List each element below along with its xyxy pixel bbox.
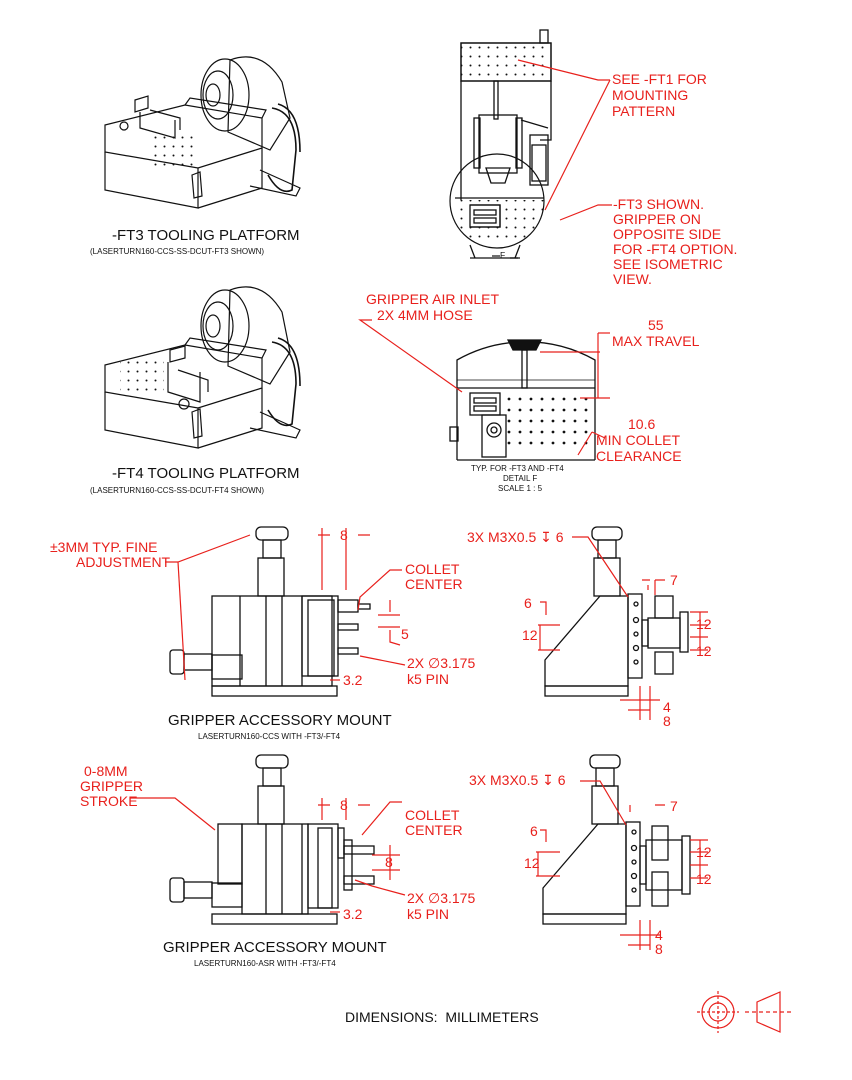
ft3-note-line1: -FT3 SHOWN. bbox=[613, 196, 704, 212]
ccs-dim-5: 5 bbox=[401, 626, 409, 642]
ccs-gripper-title: GRIPPER ACCESSORY MOUNT bbox=[168, 712, 392, 729]
fine-adjustment-line2: ADJUSTMENT bbox=[76, 554, 171, 570]
asr-dim-3-2: 3.2 bbox=[343, 906, 363, 922]
ccs-side-dim-6: 6 bbox=[524, 595, 532, 611]
asr-side-dim-4: 4 bbox=[655, 927, 663, 943]
detail-f-caption-line3: SCALE 1 : 5 bbox=[498, 484, 543, 493]
ft3-platform-title: -FT3 TOOLING PLATFORM bbox=[112, 227, 300, 244]
ccs-gripper-front-view bbox=[169, 526, 371, 697]
asr-dim-8: 8 bbox=[340, 797, 348, 813]
ccs-pin-line1: 2X ∅3.175 bbox=[407, 655, 476, 671]
max-travel-label: MAX TRAVEL bbox=[612, 333, 700, 349]
asr-pin-line1: 2X ∅3.175 bbox=[407, 890, 476, 906]
mounting-callout-line2: MOUNTING bbox=[612, 87, 689, 103]
ccs-gripper-subtitle: LASERTURN160-CCS WITH -FT3/-FT4 bbox=[198, 732, 341, 741]
asr-gripper-title: GRIPPER ACCESSORY MOUNT bbox=[163, 939, 387, 956]
min-collet-label-line1: MIN COLLET bbox=[596, 432, 681, 448]
asr-pin-line2: k5 PIN bbox=[407, 906, 450, 922]
min-collet-label-line2: CLEARANCE bbox=[596, 448, 682, 464]
ft3-note-line4: FOR -FT4 OPTION. bbox=[613, 241, 738, 257]
detail-f-view bbox=[449, 339, 596, 461]
asr-thread-callout: 3X M3X0.5 ↧ 6 bbox=[469, 772, 566, 788]
asr-dim-8b: 8 bbox=[385, 854, 393, 870]
air-inlet-line1: GRIPPER AIR INLET bbox=[366, 291, 500, 307]
air-inlet-line2: 2X 4MM HOSE bbox=[377, 307, 473, 323]
ft4-isometric-view bbox=[104, 286, 301, 449]
ccs-side-dim-12b: 12 bbox=[696, 616, 712, 632]
ft3-note-line2: GRIPPER ON bbox=[613, 211, 701, 227]
ccs-thread-callout: 3X M3X0.5 ↧ 6 bbox=[467, 529, 564, 545]
ft3-isometric-view bbox=[104, 56, 301, 209]
front-view-top bbox=[449, 29, 552, 259]
ccs-gripper-side-view bbox=[544, 526, 689, 697]
fine-adjustment-line1: ±3MM TYP. FINE bbox=[50, 539, 158, 555]
asr-collet-center-line1: COLLET bbox=[405, 807, 460, 823]
units-note: DIMENSIONS: MILLIMETERS bbox=[345, 1009, 539, 1025]
third-angle-projection-icon bbox=[697, 991, 792, 1033]
asr-side-dim-6: 6 bbox=[530, 823, 538, 839]
ft3-platform-subtitle: (LASERTURN160-CCS-SS-DCUT-FT3 SHOWN) bbox=[90, 247, 265, 256]
ft4-platform-subtitle: (LASERTURN160-CCS-SS-DCUT-FT4 SHOWN) bbox=[90, 486, 265, 495]
detail-f-caption-line2: DETAIL F bbox=[503, 474, 538, 483]
max-travel-value: 55 bbox=[648, 317, 664, 333]
ccs-side-dim-7: 7 bbox=[670, 572, 678, 588]
ccs-side-dim-4: 4 bbox=[663, 699, 671, 715]
ft4-platform-title: -FT4 TOOLING PLATFORM bbox=[112, 465, 300, 482]
mounting-callout-line3: PATTERN bbox=[612, 103, 676, 119]
asr-collet-center-line2: CENTER bbox=[405, 822, 463, 838]
min-collet-value: 10.6 bbox=[628, 416, 656, 432]
asr-side-dim-7: 7 bbox=[670, 798, 678, 814]
ft3-note-line5: SEE ISOMETRIC bbox=[613, 256, 723, 272]
detail-f-caption-line1: TYP. FOR -FT3 AND -FT4 bbox=[471, 464, 564, 473]
asr-side-dim-12a: 12 bbox=[524, 855, 540, 871]
asr-gripper-side-view bbox=[542, 754, 691, 925]
ccs-side-dim-12c: 12 bbox=[696, 643, 712, 659]
ccs-collet-center-line2: CENTER bbox=[405, 576, 463, 592]
ccs-side-dim-12a: 12 bbox=[522, 627, 538, 643]
section-f-marker: F bbox=[500, 250, 506, 260]
stroke-line2: GRIPPER bbox=[80, 778, 144, 794]
mounting-callout-line1: SEE -FT1 FOR bbox=[612, 71, 707, 87]
ccs-dim-8: 8 bbox=[340, 527, 348, 543]
ccs-pin-line2: k5 PIN bbox=[407, 671, 450, 687]
asr-gripper-subtitle: LASERTURN160-ASR WITH -FT3/-FT4 bbox=[194, 959, 336, 968]
ccs-collet-center-line1: COLLET bbox=[405, 561, 460, 577]
ccs-side-dim-8: 8 bbox=[663, 713, 671, 729]
ft3-note-line3: OPPOSITE SIDE bbox=[613, 226, 722, 242]
asr-side-dim-12c: 12 bbox=[696, 871, 712, 887]
stroke-line3: STROKE bbox=[80, 793, 138, 809]
asr-gripper-front-view bbox=[169, 754, 375, 925]
annotation-leaders bbox=[130, 59, 708, 950]
asr-side-dim-12b: 12 bbox=[696, 844, 712, 860]
asr-side-dim-8: 8 bbox=[655, 941, 663, 957]
ccs-dim-3-2: 3.2 bbox=[343, 672, 363, 688]
ft3-note-line6: VIEW. bbox=[613, 271, 652, 287]
stroke-line1: 0-8MM bbox=[84, 763, 128, 779]
